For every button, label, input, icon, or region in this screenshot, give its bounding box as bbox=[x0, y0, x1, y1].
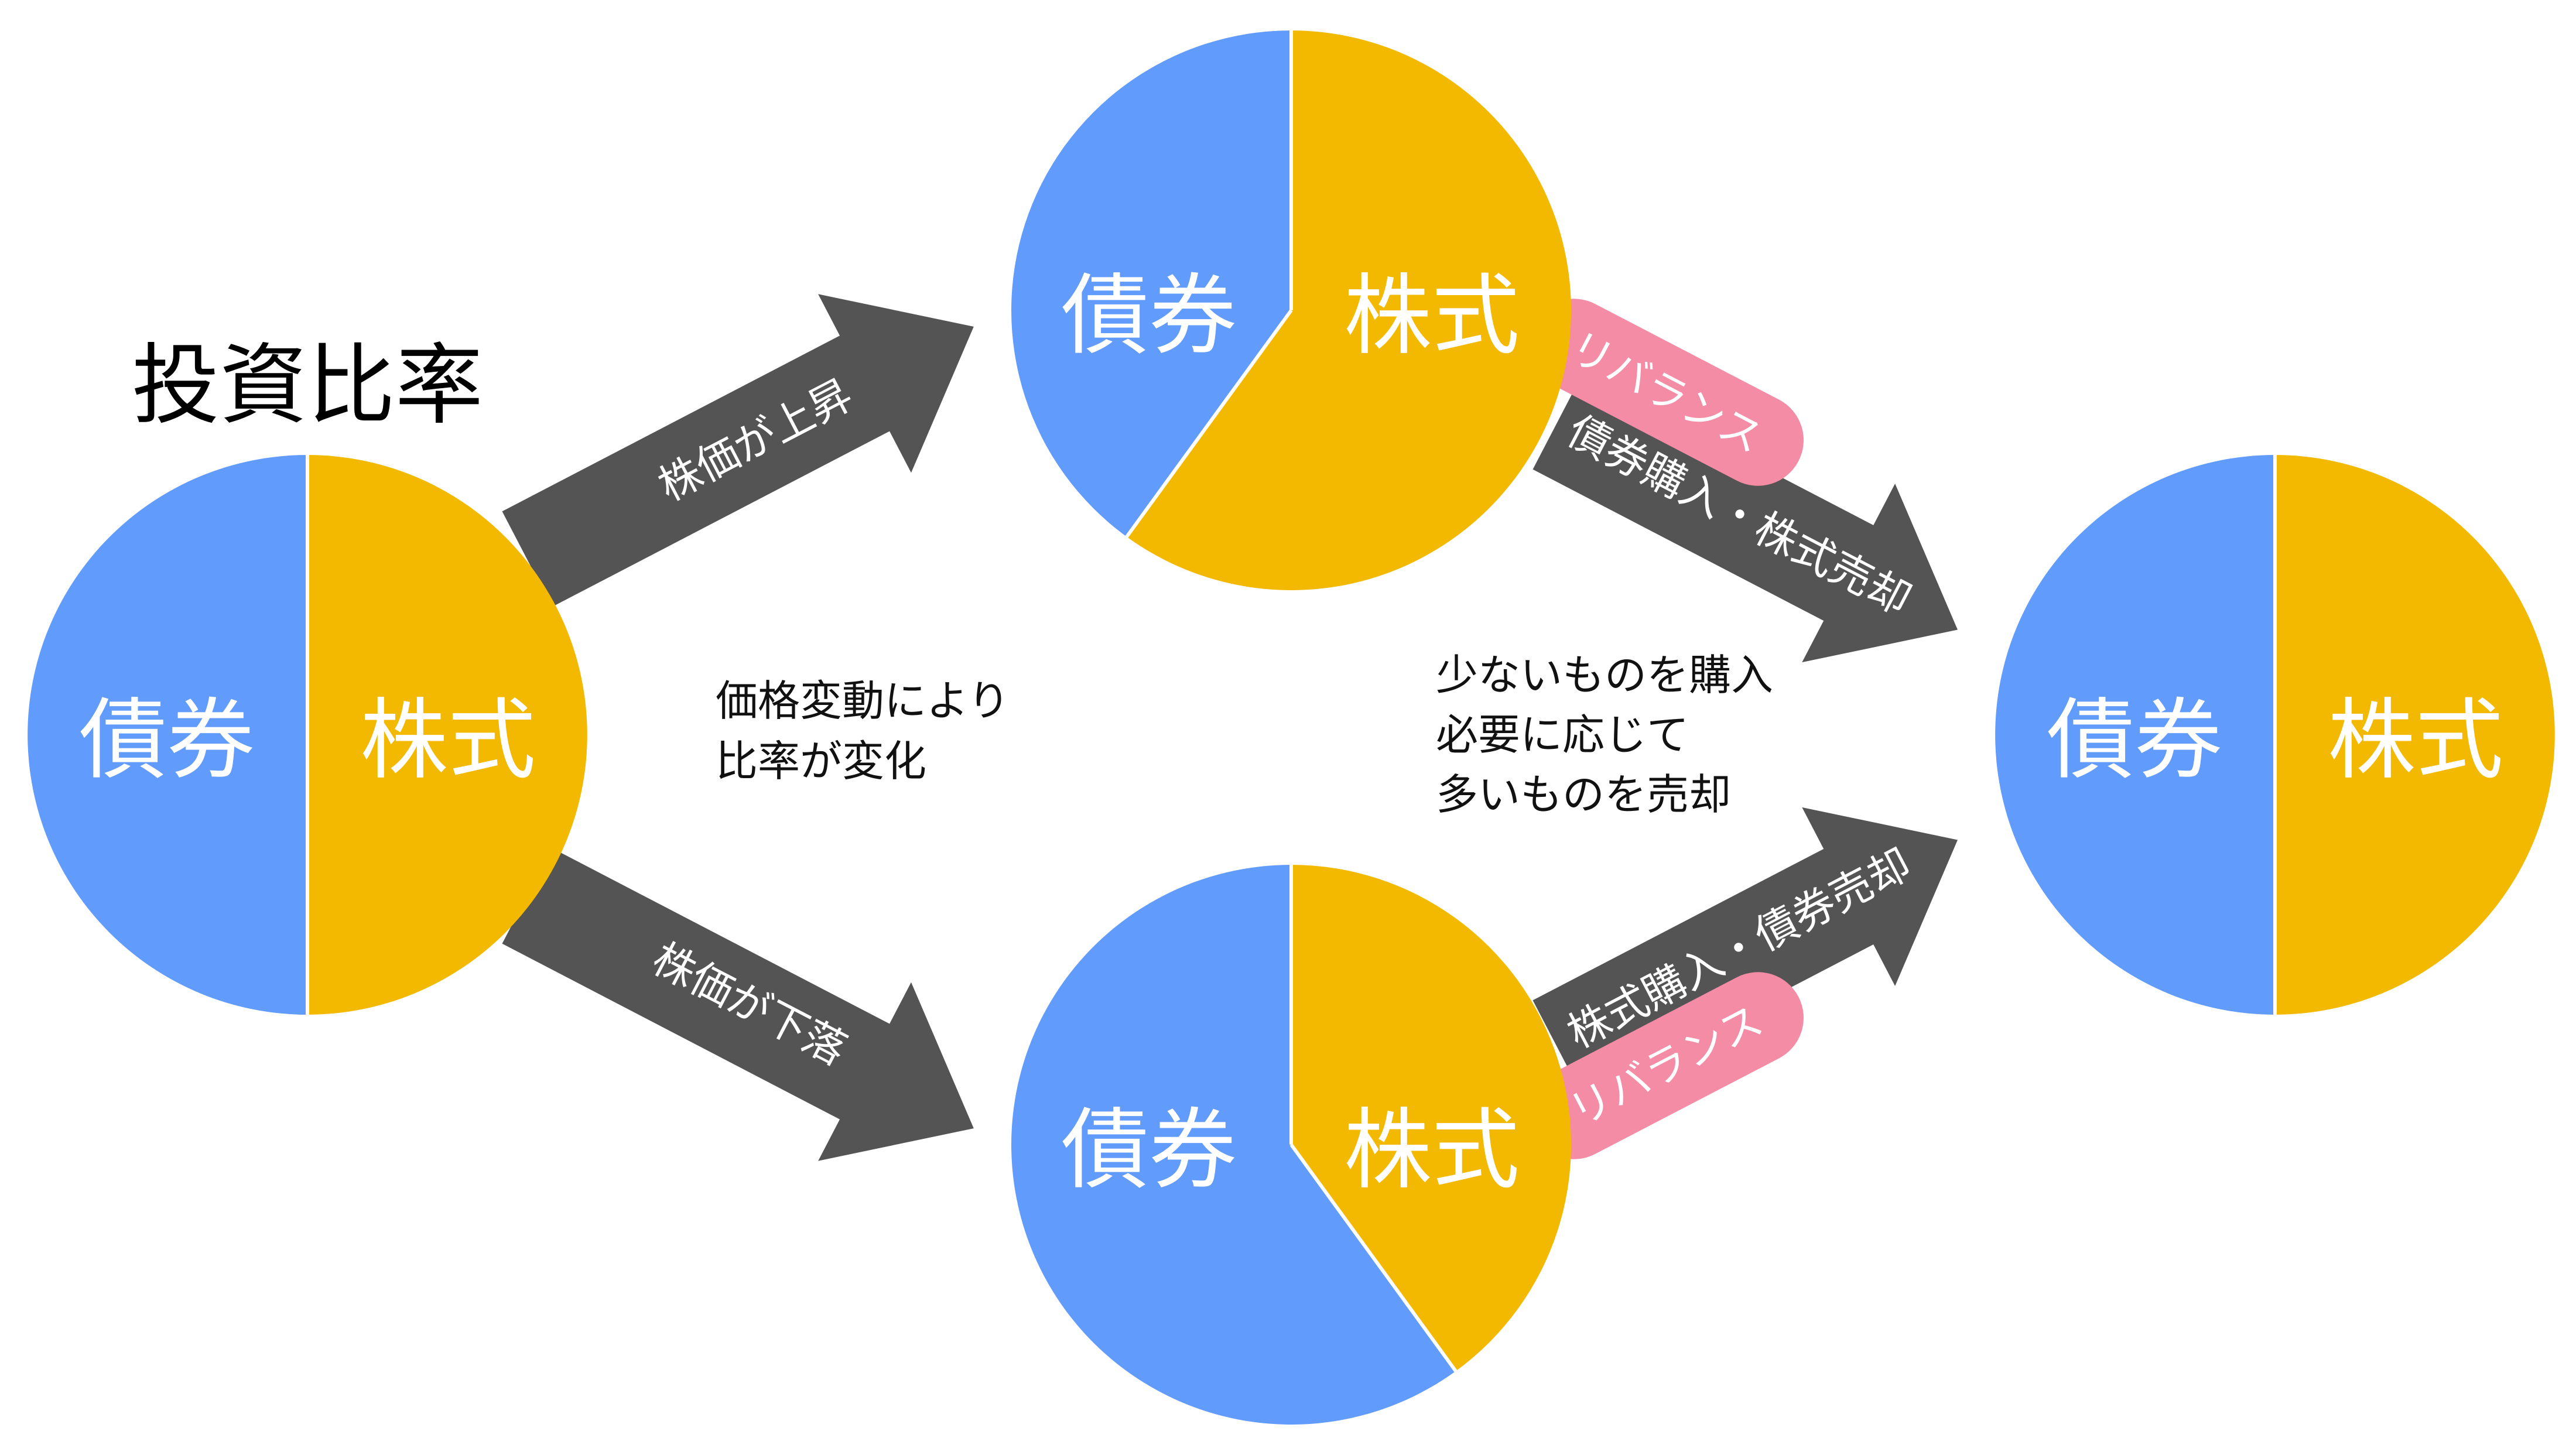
pie-up-bond-slice bbox=[1011, 30, 1291, 537]
diagram-title: 投資比率 bbox=[132, 335, 483, 437]
pie-final-bond-label: 債券 bbox=[2047, 690, 2222, 792]
pie-down: 債券 株式 bbox=[1011, 865, 1571, 1425]
pie-initial: 債券 株式 bbox=[28, 455, 587, 1015]
pie-up-bond-label: 債券 bbox=[1061, 265, 1237, 367]
arrow-fall-shape bbox=[502, 848, 974, 1161]
pie-final-bond-slice bbox=[1995, 455, 2275, 1015]
pie-down-stock-slice bbox=[1291, 865, 1571, 1371]
pie-down-bond-slice bbox=[1011, 865, 1456, 1425]
pie-initial-stock-label: 株式 bbox=[360, 690, 536, 792]
rebalance-pill-bottom-shape bbox=[1528, 972, 1804, 1159]
pie-up-divider-angle bbox=[1125, 309, 1293, 538]
arrow-rise-shape bbox=[502, 294, 974, 607]
arrow-rise: 株価が上昇 bbox=[502, 294, 974, 607]
pie-down-bond-label: 債券 bbox=[1061, 1100, 1237, 1201]
pie-up-stock-slice bbox=[1127, 30, 1572, 591]
pie-up-stock-label: 株式 bbox=[1344, 265, 1520, 367]
note-change: 価格変動により 比率が変化 bbox=[716, 676, 1010, 786]
note-rebalance-line-2: 必要に応じて bbox=[1436, 710, 1689, 759]
note-rebalance: 少ないものを購入 必要に応じて 多いものを売却 bbox=[1436, 651, 1773, 819]
rebalance-pill-top-shape bbox=[1528, 299, 1804, 486]
pie-down-divider-angle bbox=[1289, 1144, 1458, 1372]
arrow-fall: 株価が下落 bbox=[502, 848, 974, 1161]
pie-initial-stock-slice bbox=[307, 455, 587, 1015]
note-change-line-1: 価格変動により bbox=[716, 676, 1010, 725]
note-rebalance-line-1: 少ないものを購入 bbox=[1436, 651, 1773, 700]
pie-final-stock-slice bbox=[2275, 455, 2555, 1015]
pie-initial-bond-slice bbox=[28, 455, 307, 1015]
pie-up: 債券 株式 bbox=[1011, 30, 1572, 591]
note-rebalance-line-3: 多いものを売却 bbox=[1436, 770, 1731, 819]
pie-final: 債券 株式 bbox=[1995, 455, 2555, 1015]
arrow-rebalance-bottom-shape bbox=[1532, 807, 1958, 1096]
pie-final-stock-label: 株式 bbox=[2328, 690, 2503, 792]
note-change-line-2: 比率が変化 bbox=[716, 737, 926, 786]
arrow-rebalance-top-shape bbox=[1532, 374, 1958, 663]
pie-initial-bond-label: 債券 bbox=[79, 690, 255, 792]
pie-down-stock-label: 株式 bbox=[1344, 1100, 1520, 1201]
